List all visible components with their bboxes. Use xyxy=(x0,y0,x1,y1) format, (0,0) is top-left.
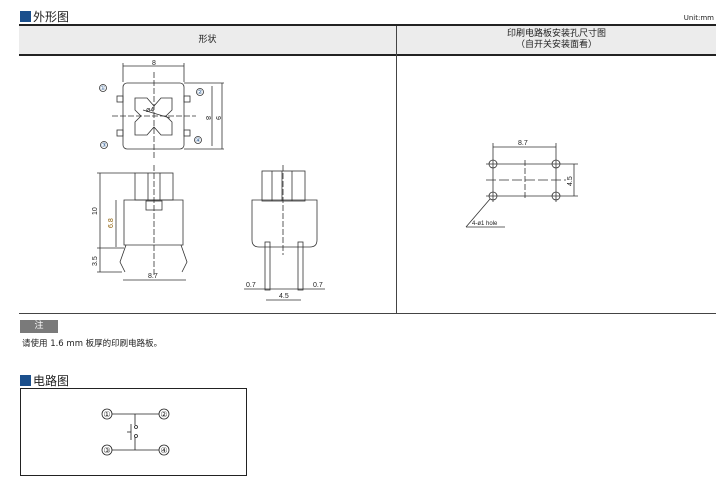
unit-label: Unit:mm xyxy=(683,14,714,22)
circuit-section-title: 电路图 xyxy=(20,372,69,389)
dim-side-pitch: 8.7 xyxy=(148,273,158,280)
header-pcb: 印刷电路板安装孔尺寸图 （自开关安装面看） xyxy=(397,26,716,54)
dim-top-h2: 9 xyxy=(214,116,221,120)
circuit-pin-2: ② xyxy=(160,410,167,419)
dim-top-h1: 8 xyxy=(204,116,211,120)
header-pcb-line1: 印刷电路板安装孔尺寸图 xyxy=(506,29,606,39)
header-pcb-line2: （自开关安装面看） xyxy=(515,40,597,50)
outline-section-title: 外形图 xyxy=(20,8,69,25)
note-text: 请使用 1.6 mm 板厚的印刷电路板。 xyxy=(22,339,163,349)
section-marker-icon xyxy=(20,375,31,386)
dim-side-inner: 6.8 xyxy=(108,218,115,228)
pcb-hole-drawing: 8.7 4.5 4-ø1 hole xyxy=(465,140,578,228)
dim-front-pin2: 0.7 xyxy=(313,282,323,289)
outline-table: 形状 印刷电路板安装孔尺寸图 （自开关安装面看） xyxy=(19,24,716,314)
header-shape: 形状 xyxy=(198,34,217,45)
dim-side-height: 10 xyxy=(92,207,99,215)
pin-label-1: ① xyxy=(100,85,105,92)
dim-pcb-vpitch: 4.5 xyxy=(567,176,574,186)
circuit-pin-1: ① xyxy=(103,410,110,419)
circuit-pin-4: ④ xyxy=(160,446,167,455)
pin-label-4: ④ xyxy=(195,137,200,144)
dim-pcb-hpitch: 8.7 xyxy=(518,140,528,147)
side-view-drawing: 10 6.8 3.5 8.7 xyxy=(92,165,188,281)
front-view-drawing: 0.7 0.7 4.5 xyxy=(244,165,325,301)
note-label: 注 xyxy=(20,320,58,333)
pin-label-2: ② xyxy=(197,89,202,96)
column-divider xyxy=(396,26,397,313)
outline-title-text: 外形图 xyxy=(33,10,70,24)
dim-front-pitch: 4.5 xyxy=(279,293,289,300)
top-view-drawing: ① ② ③ ④ 8 ø4 8 9 xyxy=(99,60,224,160)
dim-side-leg: 3.5 xyxy=(92,256,99,266)
dim-front-pin1: 0.7 xyxy=(246,282,256,289)
pin-label-3: ③ xyxy=(101,142,106,149)
table-header: 形状 印刷电路板安装孔尺寸图 （自开关安装面看） xyxy=(19,26,716,56)
pcb-hole-label: 4-ø1 hole xyxy=(472,221,498,227)
circuit-diagram-box xyxy=(20,388,247,476)
dim-phi: ø4 xyxy=(146,107,154,114)
dim-top-width: 8 xyxy=(152,60,156,67)
circuit-pin-3: ③ xyxy=(103,446,110,455)
circuit-title-text: 电路图 xyxy=(33,374,70,388)
section-marker-icon xyxy=(20,11,31,22)
